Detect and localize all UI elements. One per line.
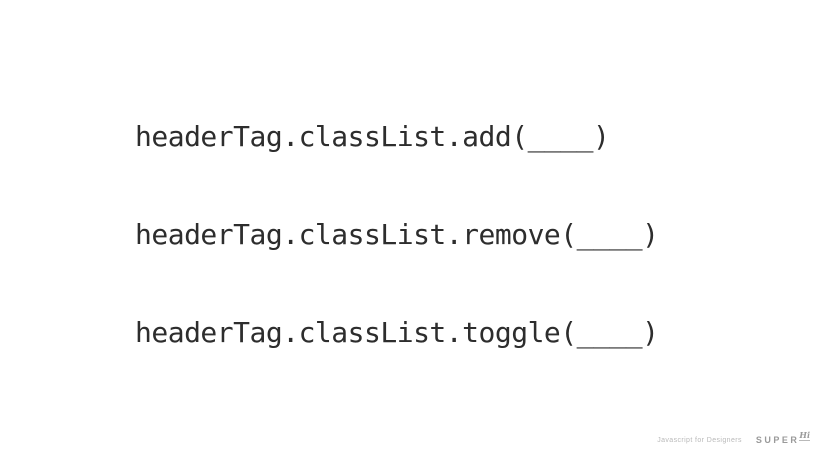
course-title-label: Javascript for Designers <box>657 436 742 444</box>
footer: Javascript for Designers SUPER Hi <box>657 430 810 446</box>
superhi-logo: SUPER Hi <box>755 430 810 446</box>
code-line-classlist-remove: headerTag.classList.remove(____) <box>135 218 659 251</box>
superhi-logo-word: SUPER <box>755 435 800 445</box>
code-line-classlist-toggle: headerTag.classList.toggle(____) <box>135 316 659 349</box>
code-line-classlist-add: headerTag.classList.add(____) <box>135 120 610 153</box>
superhi-logo-hi-mark: Hi <box>799 430 810 441</box>
